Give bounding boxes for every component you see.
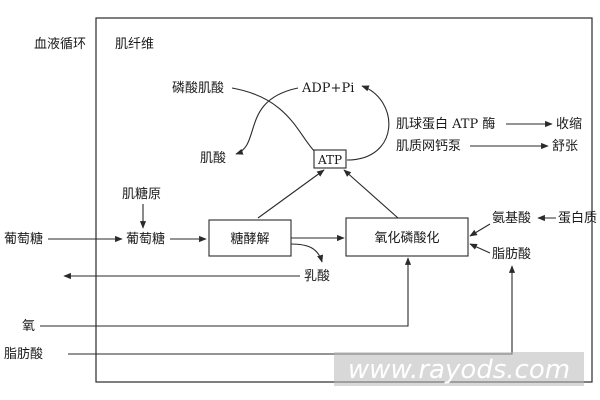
- watermark-backdrop: [334, 352, 584, 386]
- creatine-phosphate-label: 磷酸肌酸: [172, 81, 224, 96]
- fatty-acid-supply-line: [68, 265, 516, 355]
- oxygen-supply-line: [40, 257, 412, 327]
- adp-to-creatine-curve: [235, 87, 299, 155]
- glycogen-label: 肌糖原: [122, 186, 161, 202]
- circulation-label: 血液循环: [34, 37, 86, 52]
- muscle-fiber-label: 肌纤维: [115, 37, 154, 52]
- glycolysis-label: 糖酵解: [230, 231, 269, 247]
- glucose-blood-label: 葡萄糖: [4, 231, 43, 247]
- atp-to-adp-curve: [346, 85, 390, 161]
- fatty-acid-muscle-label: 脂肪酸: [492, 246, 531, 262]
- relaxation-label: 舒张: [552, 139, 578, 154]
- myosin-atpase-label: 肌球蛋白 ATP 酶: [396, 116, 495, 132]
- creatine-label: 肌酸: [200, 151, 226, 166]
- muscle-fiber-boundary: [95, 17, 593, 383]
- oxphos-label: 氧化磷酸化: [374, 231, 439, 246]
- lactic-acid-label: 乳酸: [304, 269, 330, 284]
- amino-acid-label: 氨基酸: [492, 211, 531, 226]
- oxphos-to-atp-arrow: [343, 169, 399, 219]
- calcium-pump-label: 肌质网钙泵: [396, 139, 461, 154]
- watermark-text: www.rayods.com: [348, 355, 570, 385]
- fatty-acid-to-oxphos-arrow: [469, 243, 491, 254]
- glycolysis-box: [208, 219, 292, 257]
- adp-pi-label: ADP+Pi: [301, 81, 354, 96]
- contraction-label: 收缩: [556, 116, 582, 132]
- fatty-acid-blood-label: 脂肪酸: [4, 346, 43, 362]
- glycolysis-to-atp-arrow: [257, 169, 325, 219]
- protein-label: 蛋白质: [558, 210, 597, 226]
- amino-acid-to-oxphos-arrow: [469, 223, 491, 237]
- oxygen-label: 氧: [22, 319, 35, 334]
- creatine-phosphate-curve: [231, 87, 326, 159]
- atp-label: ATP: [317, 153, 342, 167]
- oxphos-box: [345, 217, 469, 257]
- glycolysis-to-lactate-curve: [290, 243, 324, 263]
- glucose-muscle-label: 葡萄糖: [126, 231, 165, 247]
- atp-box: [313, 149, 347, 169]
